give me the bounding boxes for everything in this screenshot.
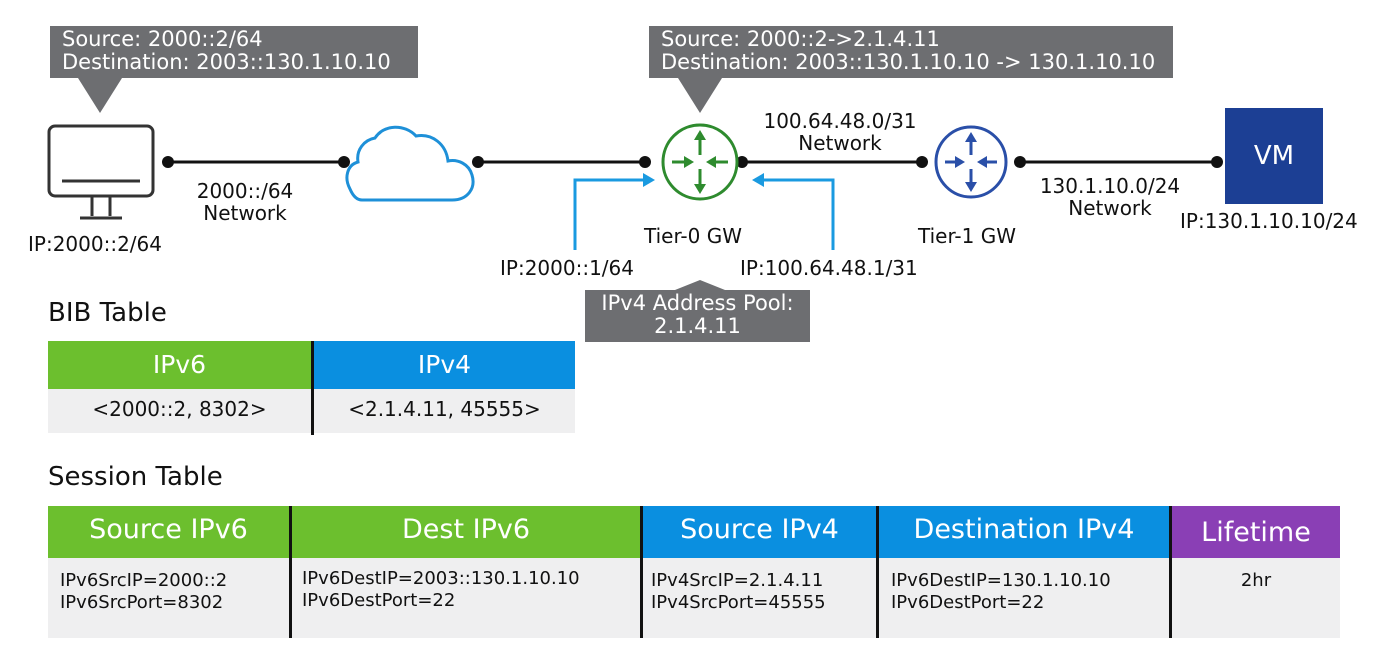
bib-cell-ipv6: <2000::2, 8302> [48,389,311,433]
vm-network-label: 130.1.10.0/24 Network [1035,175,1185,219]
session-source-ipv6-ip: IPv6SrcIP=2000::2 [60,570,228,591]
session-cell-source-ipv4: IPv4SrcIP=2.1.4.11 IPv4SrcPort=45555 [643,558,876,638]
host-ip-label: IP:2000::2/64 [28,232,162,256]
downlink-interface-arrow [573,173,655,250]
pool-address: 2.1.4.11 [654,314,741,338]
cloud-icon [345,125,475,202]
tier1-router-icon [934,125,1008,199]
gw-packet-callout: Source: 2000::2->2.1.4.11 Destination: 2… [649,26,1173,78]
bib-table-title: BIB Table [48,298,167,328]
session-header-destination-ipv4: Destination IPv4 [879,506,1169,558]
ipv4-pool-callout: IPv4 Address Pool: 2.1.4.11 [585,290,810,342]
session-header-dest-ipv6: Dest IPv6 [292,506,640,558]
link-endpoints [162,156,1223,168]
session-header-lifetime: Lifetime [1172,506,1340,558]
gw-packet-source: Source: 2000::2->2.1.4.11 [661,27,940,51]
session-cell-source-ipv6: IPv6SrcIP=2000::2 IPv6SrcPort=8302 [48,558,289,638]
uplink-interface-arrow [752,173,835,250]
session-header-destination-ipv4-text: Destination IPv4 [913,514,1135,545]
session-header-source-ipv4: Source IPv4 [643,506,876,558]
ipv6-network-label: 2000::/64 Network [190,180,300,224]
session-header-source-ipv6-text: Source IPv6 [89,514,248,545]
tier0-uplink-ip-label: IP:100.64.48.1/31 [740,256,918,280]
host-callout-pointer [78,78,122,113]
transit-network-word: Network [798,131,882,155]
pool-callout-pointer [675,280,725,290]
transit-network-cidr: 100.64.48.0/31 [763,109,917,133]
session-source-ipv4-ip: IPv4SrcIP=2.1.4.11 [651,570,824,591]
bib-cell-ipv6-text: <2000::2, 8302> [92,397,267,421]
vm-ip-label: IP:130.1.10.10/24 [1180,209,1358,233]
monitor-icon [47,124,155,220]
vm-network-word: Network [1068,196,1152,220]
tier0-router-icon [661,123,739,201]
tier0-gw-label: Tier-0 GW [644,224,742,248]
vm-label: VM [1253,141,1295,171]
host-packet-destination: Destination: 2003::130.1.10.10 [62,50,391,74]
gw-packet-destination: Destination: 2003::130.1.10.10 -> 130.1.… [661,50,1156,74]
session-source-ipv4-port: IPv4SrcPort=45555 [651,592,826,613]
session-divider-3 [876,506,879,638]
bib-header-ipv6-text: IPv6 [152,350,207,379]
session-header-source-ipv6: Source IPv6 [48,506,289,558]
pool-label: IPv4 Address Pool: [601,291,794,315]
gw-callout-pointer [678,78,722,113]
ipv6-network-word: Network [203,201,287,225]
bib-header-ipv4-text: IPv4 [417,350,472,379]
session-dest-ipv4-ip: IPv6DestIP=130.1.10.10 [891,570,1111,591]
session-dest-ipv4-port: IPv6DestPort=22 [891,592,1045,613]
ipv6-network-cidr: 2000::/64 [196,179,294,203]
session-header-lifetime-text: Lifetime [1201,517,1311,548]
session-divider-1 [289,506,292,638]
bib-header-ipv6: IPv6 [48,341,311,389]
host-packet-callout: Source: 2000::2/64 Destination: 2003::13… [50,26,418,78]
host-packet-source: Source: 2000::2/64 [62,27,263,51]
session-cell-lifetime: 2hr [1172,558,1340,638]
session-table-title: Session Table [48,462,223,492]
session-header-dest-ipv6-text: Dest IPv6 [401,514,531,545]
session-divider-2 [640,506,643,638]
session-divider-4 [1169,506,1172,638]
session-cell-dest-ipv6: IPv6DestIP=2003::130.1.10.10 IPv6DestPor… [292,558,640,638]
tier1-gw-label: Tier-1 GW [918,224,1016,248]
session-source-ipv6-port: IPv6SrcPort=8302 [60,592,224,613]
session-dest-ipv6-ip: IPv6DestIP=2003::130.1.10.10 [302,568,580,589]
vm-network-cidr: 130.1.10.0/24 [1039,174,1181,198]
session-header-source-ipv4-text: Source IPv4 [680,514,839,545]
bib-column-divider [311,341,314,435]
tier0-downlink-ip-label: IP:2000::1/64 [500,256,634,280]
bib-header-ipv4: IPv4 [314,341,575,389]
session-lifetime-value: 2hr [1240,570,1272,591]
bib-cell-ipv4: <2.1.4.11, 45555> [314,389,575,433]
vm-box: VM [1225,108,1323,204]
bib-cell-ipv4-text: <2.1.4.11, 45555> [348,397,541,421]
transit-network-label: 100.64.48.0/31 Network [755,110,925,154]
session-cell-destination-ipv4: IPv6DestIP=130.1.10.10 IPv6DestPort=22 [879,558,1169,638]
session-dest-ipv6-port: IPv6DestPort=22 [302,590,456,611]
